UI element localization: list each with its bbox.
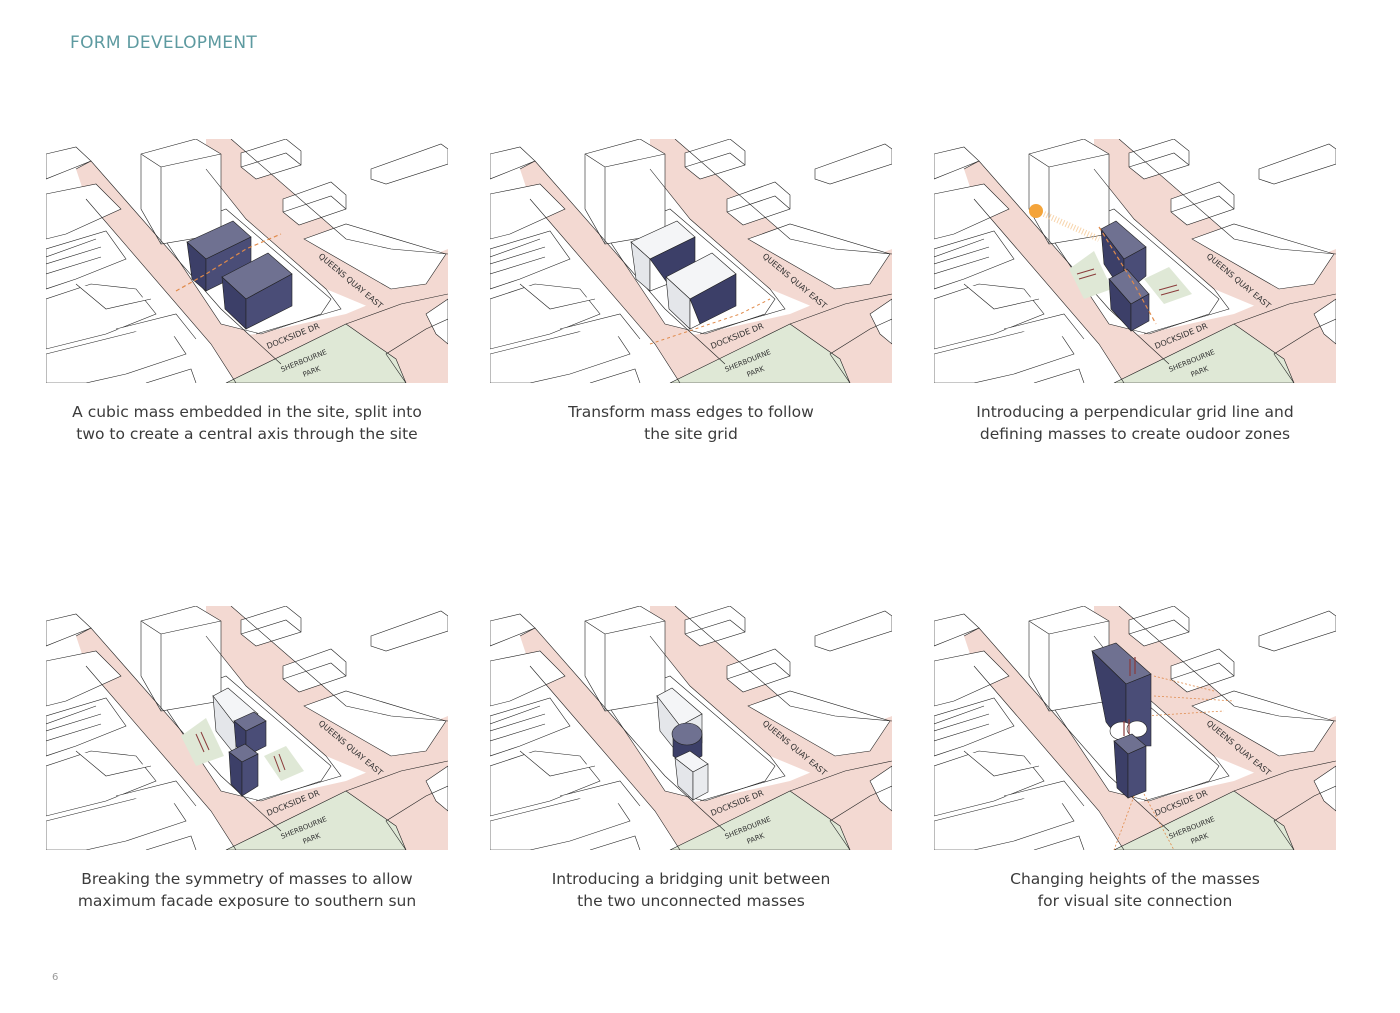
massing-diagram-3: [934, 139, 1336, 383]
caption-line: Breaking the symmetry of masses to allow: [81, 870, 413, 888]
panel-5: Introducing a bridging unit between the …: [490, 606, 892, 912]
massing-diagram-2: [490, 139, 892, 383]
caption-line: the site grid: [644, 425, 738, 443]
caption-line: Introducing a bridging unit between: [551, 870, 831, 888]
page-number: 6: [52, 972, 59, 983]
panel-4: Breaking the symmetry of masses to allow…: [46, 606, 448, 912]
panel-1: A cubic mass embedded in the site, split…: [46, 139, 448, 445]
panel-3: Introducing a perpendicular grid line an…: [934, 139, 1336, 445]
caption-line: two to create a central axis through the…: [76, 425, 418, 443]
caption-line: Introducing a perpendicular grid line an…: [976, 403, 1294, 421]
panel-6: Changing heights of the masses for visua…: [934, 606, 1336, 912]
caption-line: the two unconnected masses: [577, 892, 805, 910]
massing-diagram-6: [934, 606, 1336, 850]
massing-diagram-4: [46, 606, 448, 850]
caption-line: Changing heights of the masses: [1010, 870, 1260, 888]
caption-line: Transform mass edges to follow: [568, 403, 814, 421]
caption-line: defining masses to create oudoor zones: [979, 425, 1291, 443]
sun-icon: [1029, 204, 1043, 218]
massing-diagram-1: [46, 139, 448, 383]
caption-line: for visual site connection: [1037, 892, 1233, 910]
massing-diagram-5: [490, 606, 892, 850]
caption-line: maximum facade exposure to southern sun: [77, 892, 417, 910]
panel-2: Transform mass edges to follow the site …: [490, 139, 892, 445]
page-title: FORM DEVELOPMENT: [70, 33, 258, 53]
caption-line: A cubic mass embedded in the site, split…: [72, 403, 422, 421]
